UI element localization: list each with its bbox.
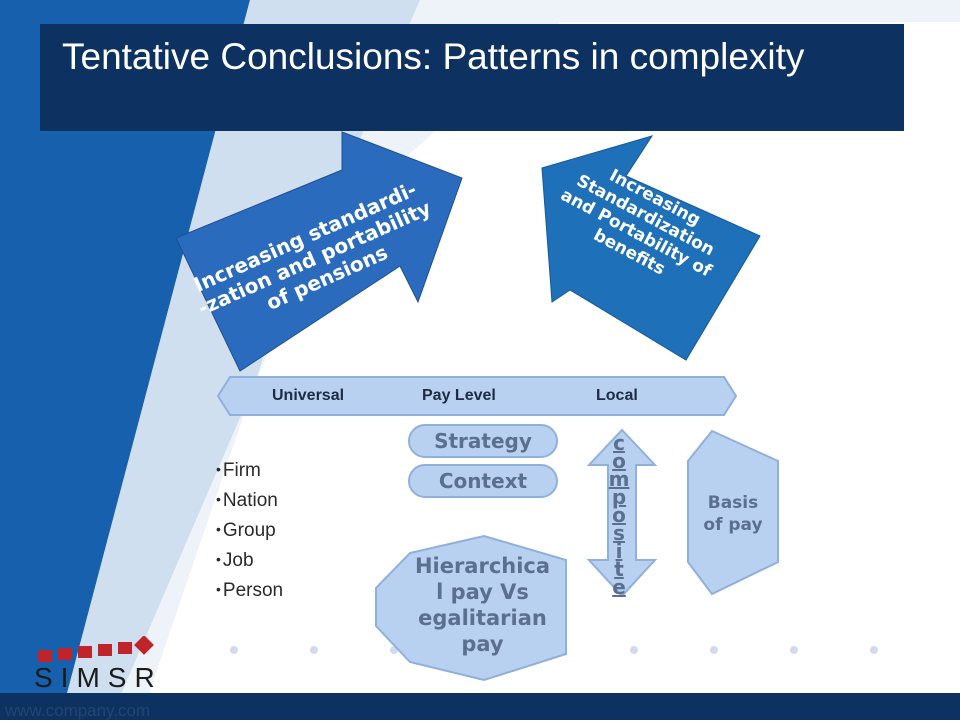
page-title: Tentative Conclusions: Patterns in compl… [62,36,805,77]
axis-left-label: Universal [272,387,345,404]
strategy-tag: Strategy [408,424,558,458]
axis-center-label: Pay Level [422,387,496,404]
basis-line-1: Basis [707,493,759,513]
pay-level-axis: Universal Pay Level Local [216,378,736,414]
composite-letter: o [612,449,626,473]
composite-letter: e [612,575,626,599]
pay-level-band [216,376,738,416]
context-tag: Context [408,464,558,498]
footer-bar: www.company.com [0,693,960,720]
composite-letter: t [614,557,624,581]
composite-letter: c [613,431,625,455]
basis-of-pay-shape [687,429,779,596]
composite-letter: m [608,467,630,491]
logo-wordmark: SIMSR [34,662,163,693]
bullet-item: Person [216,575,283,605]
simsr-logo: SIMSR [34,635,164,696]
axis-right-label: Local [596,387,638,404]
hierarchy-line-2: l pay Vs [436,580,529,604]
basis-line-2: of pay [703,515,763,535]
composite-letter: i [615,539,623,563]
title-bar: Tentative Conclusions: Patterns in compl… [40,24,904,131]
bullet-item: Job [216,545,283,575]
left-up-arrow [175,131,463,372]
bullet-item: Nation [216,485,283,515]
composite-letter: p [611,485,627,509]
bullet-list: Firm Nation Group Job Person [216,455,283,605]
hierarchy-label: Hierarchica l pay Vs egalitarian pay [410,553,555,657]
composite-double-arrow [586,428,658,598]
hierarchy-line-4: pay [461,632,504,656]
footer-url[interactable]: www.company.com [5,701,151,720]
bullet-item: Group [216,515,283,545]
bullet-item: Firm [216,455,283,485]
composite-label: c o m p o s i t e [606,431,632,599]
hierarchy-line-1: Hierarchica [414,554,551,578]
composite-letter: o [612,503,626,527]
logo-squares-icon [38,635,154,662]
basis-of-pay-label: Basis of pay [690,492,776,536]
hierarchy-shape [375,534,567,682]
right-up-arrow [541,135,761,361]
hierarchy-line-3: egalitarian [418,606,547,630]
composite-letter: s [613,521,625,545]
